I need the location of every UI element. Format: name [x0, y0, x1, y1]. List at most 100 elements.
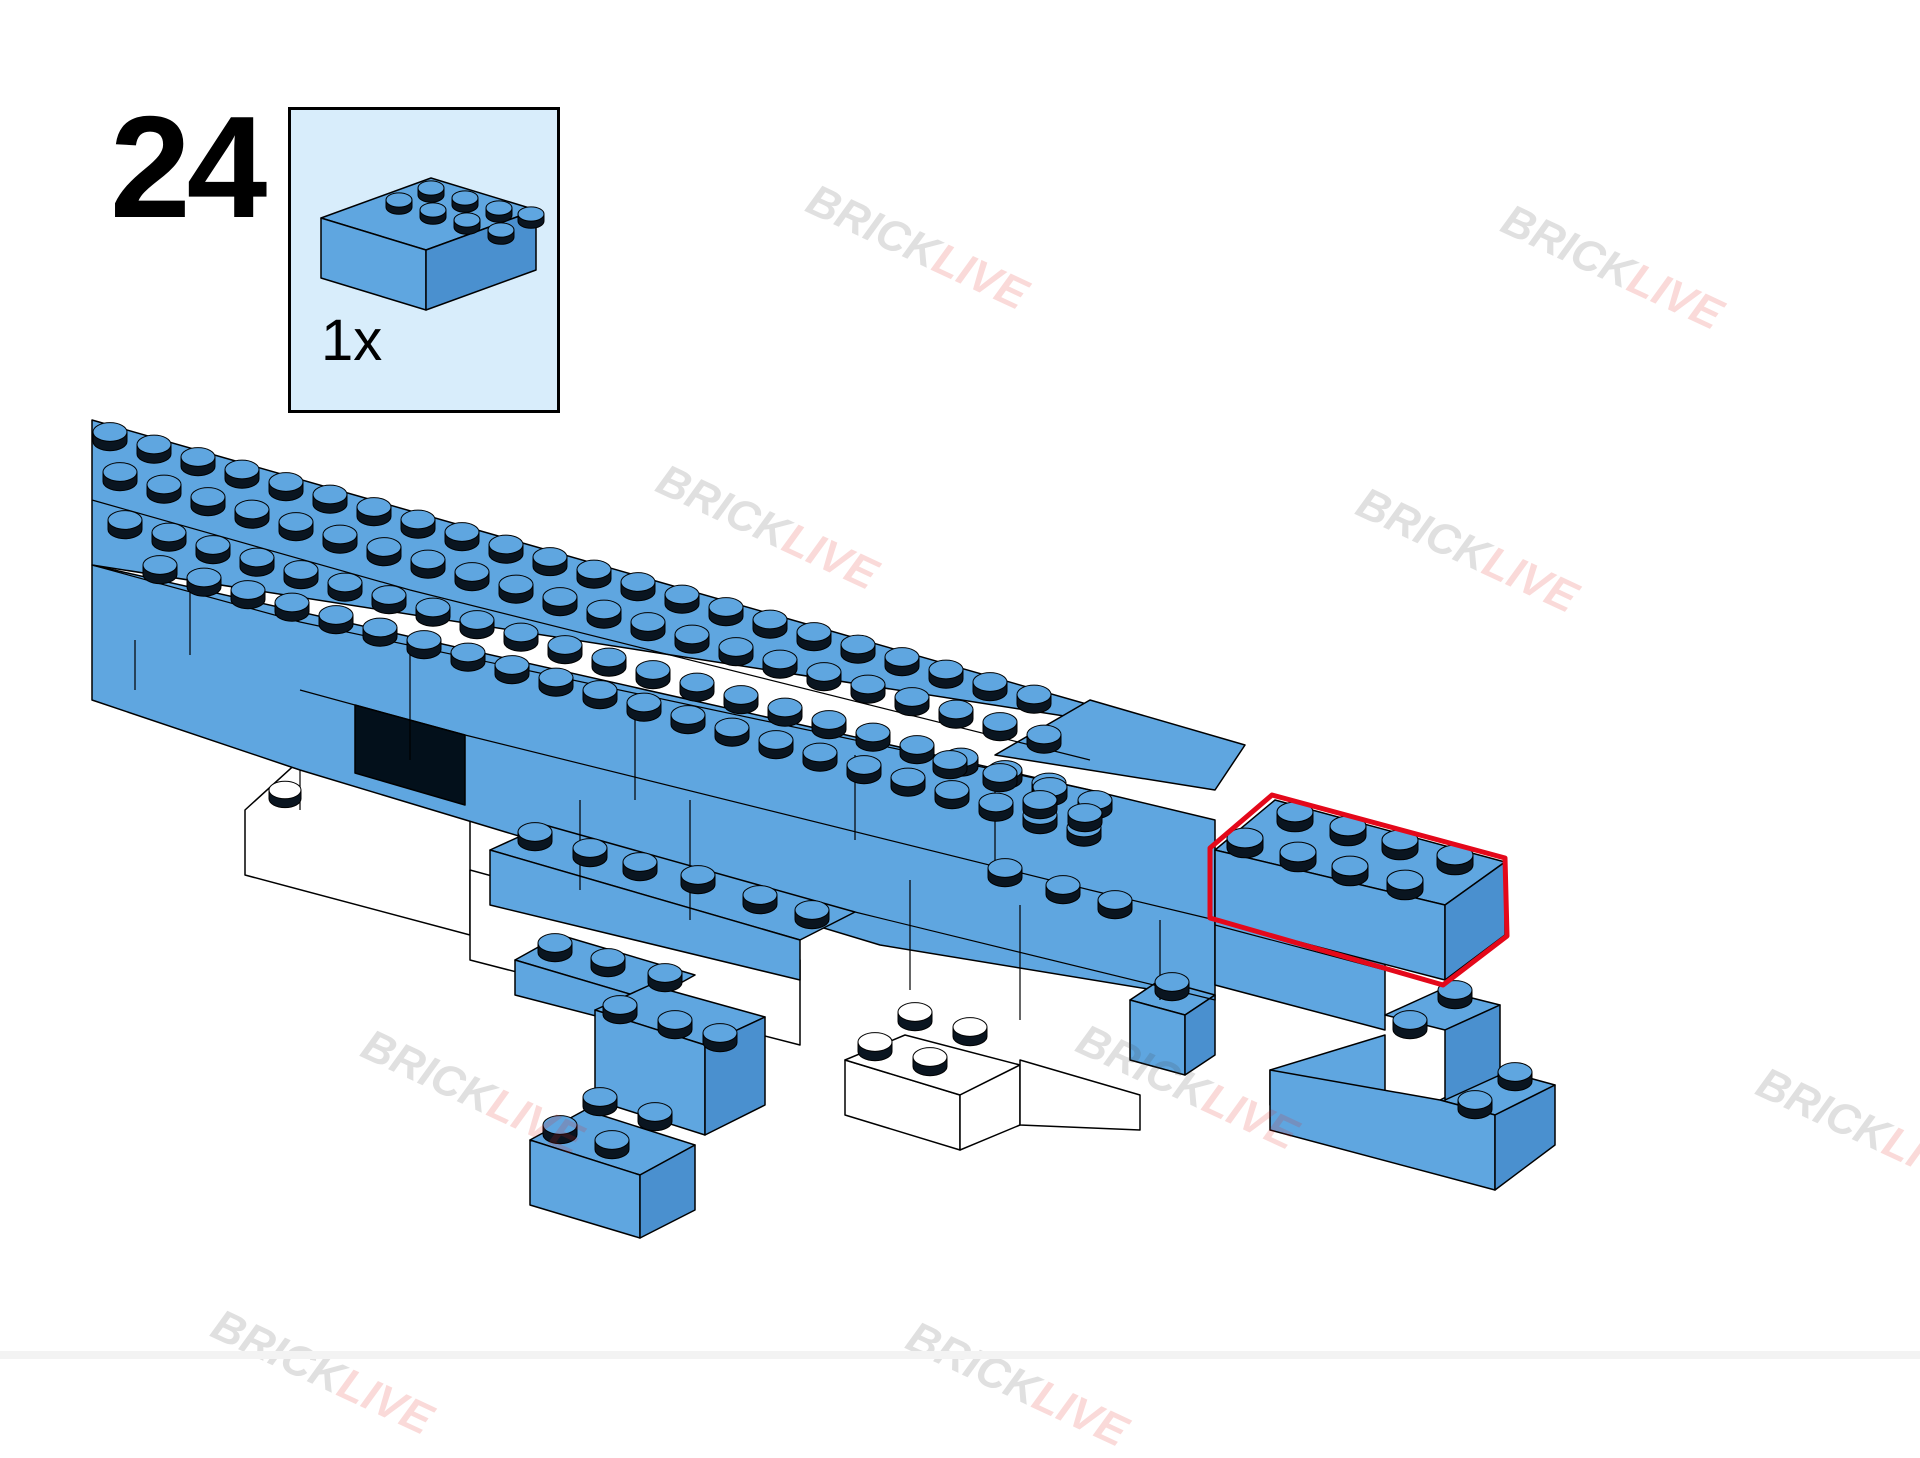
stud: [419, 202, 447, 225]
stud: [674, 624, 710, 654]
stud: [318, 605, 354, 635]
stud: [278, 512, 314, 542]
stud: [1016, 684, 1052, 714]
stud: [1026, 724, 1062, 754]
stud: [708, 597, 744, 627]
parts-quantity: 1x: [321, 308, 383, 373]
stud: [1331, 855, 1369, 887]
stud: [444, 522, 480, 552]
stud: [1022, 790, 1058, 820]
stud: [1045, 875, 1081, 905]
stud: [657, 1010, 693, 1040]
stud: [234, 499, 270, 529]
stud: [1436, 844, 1474, 876]
stud: [1497, 1062, 1533, 1092]
parts-callout: 1x: [288, 107, 560, 413]
stud: [142, 555, 178, 585]
stud: [952, 1017, 988, 1047]
stud: [400, 509, 436, 539]
stud: [582, 680, 618, 710]
stud: [622, 852, 658, 882]
stud: [938, 699, 974, 729]
stud: [679, 672, 715, 702]
step-number: 24: [110, 86, 267, 248]
stud: [576, 559, 612, 589]
stud: [450, 642, 486, 672]
stud: [415, 597, 451, 627]
stud: [224, 459, 260, 489]
stud: [274, 592, 310, 622]
stud: [978, 792, 1014, 822]
stud: [762, 649, 798, 679]
stud: [327, 572, 363, 602]
stud: [547, 635, 583, 665]
stud: [894, 687, 930, 717]
stud: [586, 599, 622, 629]
stud: [454, 562, 490, 592]
stud: [356, 497, 392, 527]
stud: [283, 560, 319, 590]
stud: [190, 487, 226, 517]
stud: [451, 190, 479, 213]
white-brick-right: [1019, 1059, 1141, 1131]
stud: [406, 630, 442, 660]
stud: [542, 1115, 578, 1145]
stud: [517, 206, 545, 229]
stud: [1276, 801, 1314, 833]
stud: [899, 735, 935, 765]
stud: [487, 222, 515, 245]
stud: [987, 858, 1023, 888]
stud: [982, 763, 1018, 793]
stud: [637, 1102, 673, 1132]
stud: [742, 885, 778, 915]
stud: [572, 838, 608, 868]
body-side-wall: [91, 564, 1216, 1001]
stud: [626, 692, 662, 722]
stud: [714, 717, 750, 747]
stud: [485, 200, 513, 223]
stud: [591, 647, 627, 677]
stud: [537, 933, 573, 963]
stud: [912, 1047, 948, 1077]
stud: [855, 722, 891, 752]
stud: [268, 780, 302, 809]
stud: [702, 1023, 738, 1053]
stud: [146, 474, 182, 504]
stud: [410, 549, 446, 579]
stud: [180, 447, 216, 477]
stud: [385, 192, 413, 215]
stud: [582, 1087, 618, 1117]
stud: [590, 948, 626, 978]
stud: [1381, 829, 1419, 861]
upper-right-plate: [994, 699, 1246, 791]
stud: [630, 612, 666, 642]
stud: [928, 659, 964, 689]
stud: [857, 1032, 893, 1062]
stud: [664, 584, 700, 614]
stud: [532, 547, 568, 577]
stud: [934, 780, 970, 810]
stud: [151, 522, 187, 552]
stud: [758, 730, 794, 760]
stud: [186, 567, 222, 597]
stud: [417, 180, 445, 203]
stud: [850, 674, 886, 704]
stud: [362, 617, 398, 647]
stud: [1226, 827, 1264, 859]
stud: [794, 900, 830, 930]
part-2x4-brick-icon: [320, 177, 545, 311]
stud: [1154, 972, 1190, 1002]
stud: [1386, 869, 1424, 901]
stud: [602, 995, 638, 1025]
stud: [542, 587, 578, 617]
stud: [982, 712, 1018, 742]
stud: [371, 585, 407, 615]
stud: [594, 1130, 630, 1160]
stud: [239, 547, 275, 577]
stud: [453, 212, 481, 235]
stud: [897, 1002, 933, 1032]
stud: [811, 710, 847, 740]
stud: [723, 685, 759, 715]
stud: [494, 655, 530, 685]
stud: [1392, 1010, 1428, 1040]
